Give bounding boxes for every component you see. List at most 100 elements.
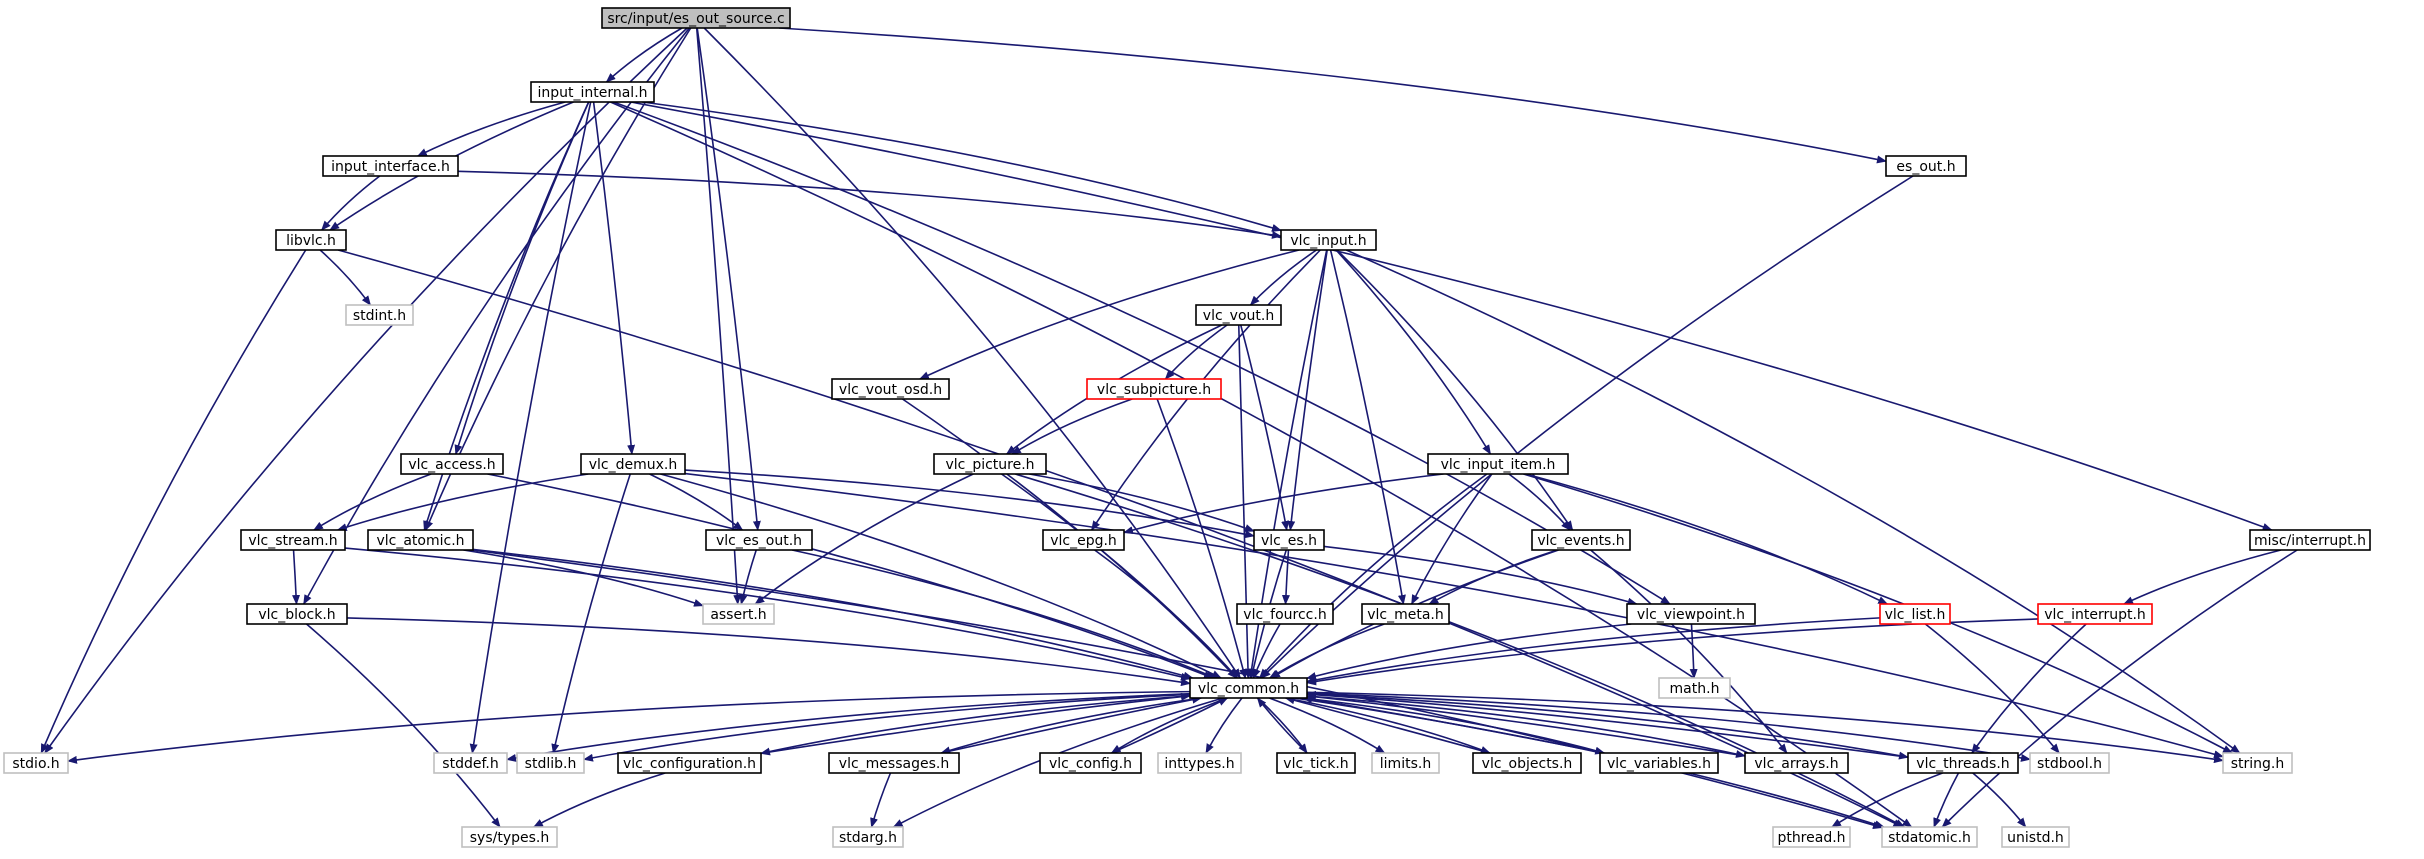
edge-src-to-es_out [779,27,1887,164]
edge-vlc_interrupt-to-vlc_threads [1971,623,2087,754]
node-box [1371,752,1440,774]
node-box [828,752,960,774]
node-misc-interrupt[interactable]: misc/interrupt.h [2249,529,2371,551]
node-string: string.h [2222,752,2293,774]
edge-vlc_input-to-vlc_vout_osd [918,249,1300,380]
node-label: vlc_subpicture.h [1097,382,1211,398]
node-vlc-arrays[interactable]: vlc_arrays.h [1744,752,1849,774]
edge-vlc_configuration-to-sys_types [532,772,666,828]
node-label: inttypes.h [1164,756,1234,772]
node-box [1086,378,1222,400]
node-vlc-access[interactable]: vlc_access.h [400,453,504,475]
edge-vlc_picture-to-assert [754,473,974,605]
edge-vlc_list-to-vlc_common [1306,617,1881,684]
node-vlc-common[interactable]: vlc_common.h [1189,677,1308,699]
node-label: input_interface.h [331,159,450,175]
edge-es_out-to-vlc_common [1260,175,1914,679]
node-vlc-demux[interactable]: vlc_demux.h [580,453,686,475]
node-vlc-atomic[interactable]: vlc_atomic.h [367,529,474,551]
edge-vlc_common-to-vlc_arrays [1306,695,1746,758]
edge-vlc_vout-to-vlc_es [1239,324,1290,531]
edge-vlc_variables-to-vlc_common [1302,695,1605,754]
node-libvlc[interactable]: libvlc.h [275,229,347,251]
node-box [1626,603,1756,625]
node-box [933,453,1047,475]
node-vlc-input[interactable]: vlc_input.h [1280,229,1377,251]
edge-vlc_config-to-vlc_common [1111,697,1229,754]
node-vlc-vout[interactable]: vlc_vout.h [1195,304,1282,326]
node-vlc-picture[interactable]: vlc_picture.h [933,453,1047,475]
node-vlc-config[interactable]: vlc_config.h [1039,752,1142,774]
node-vlc-threads[interactable]: vlc_threads.h [1907,752,2019,774]
node-vlc-block[interactable]: vlc_block.h [246,603,348,625]
edge-vlc_common-to-limits [1269,697,1386,754]
edge-input_internal-to-vlc_access [454,101,590,455]
edge-vlc_events-to-vlc_arrays [1590,549,1788,754]
node-box [1472,752,1582,774]
edge-src-to-vlc_common [703,27,1241,679]
node-label: unistd.h [2007,830,2064,846]
node-box [2222,752,2293,774]
node-vlc-events[interactable]: vlc_events.h [1531,529,1631,551]
edge-vlc_picture-to-vlc_common [1001,473,1238,679]
edge-vlc_stream-to-vlc_common [344,547,1191,681]
node-vlc-meta[interactable]: vlc_meta.h [1361,603,1450,625]
node-vlc-fourcc[interactable]: vlc_fourcc.h [1236,603,1334,625]
edge-vlc_demux-to-string [684,472,2224,759]
edge-vlc_input_item-to-vlc_meta [1410,473,1493,605]
node-box [1907,752,2019,774]
node-label: stdarg.h [839,830,897,846]
node-box [530,81,655,103]
node-label: stdbool.h [2037,756,2102,772]
node-vlc-epg[interactable]: vlc_epg.h [1042,529,1125,551]
edge-vlc_events-to-vlc_meta [1428,549,1558,605]
edge-vlc_interrupt-to-vlc_common [1306,618,2039,686]
node-box [1195,304,1282,326]
node-box [705,529,813,551]
node-label: libvlc.h [286,233,336,249]
node-math: math.h [1658,677,1731,699]
node-label: stdatomic.h [1888,830,1971,846]
node-vlc-subpicture[interactable]: vlc_subpicture.h [1086,378,1222,400]
node-label: vlc_stream.h [248,533,337,549]
node-box [275,229,347,251]
node-src[interactable]: src/input/es_out_source.c [601,7,791,29]
edge-vlc_common-to-string [1306,691,2224,764]
edge-input_internal-to-misc_interrupt [630,101,2273,531]
node-vlc-list[interactable]: vlc_list.h [1879,603,1951,625]
node-vlc-es-out[interactable]: vlc_es_out.h [705,529,813,551]
node-vlc-input-item[interactable]: vlc_input_item.h [1427,453,1569,475]
edge-vlc_picture-to-vlc_es [1029,473,1255,532]
node-vlc-viewpoint[interactable]: vlc_viewpoint.h [1626,603,1756,625]
node-box [1599,752,1719,774]
node-vlc-interrupt[interactable]: vlc_interrupt.h [2037,603,2153,625]
edge-input_interface-to-libvlc [321,175,381,231]
edge-vlc_input_item-to-vlc_epg [1123,473,1444,535]
node-vlc-stream[interactable]: vlc_stream.h [240,529,346,551]
edge-vlc_block-to-vlc_common [346,617,1191,687]
node-label: src/input/es_out_source.c [607,11,784,27]
node-vlc-es[interactable]: vlc_es.h [1253,529,1325,551]
node-vlc-tick[interactable]: vlc_tick.h [1276,752,1356,774]
node-vlc-messages[interactable]: vlc_messages.h [828,752,960,774]
node-box [1039,752,1142,774]
node-box [617,752,762,774]
node-vlc-variables[interactable]: vlc_variables.h [1599,752,1719,774]
node-es-out[interactable]: es_out.h [1885,155,1967,177]
edge-vlc_input-to-vlc_events [1336,249,1574,531]
node-vlc-vout-osd[interactable]: vlc_vout_osd.h [831,378,950,400]
node-input-internal[interactable]: input_internal.h [530,81,655,103]
node-pthread: pthread.h [1772,826,1851,848]
edge-vlc_input-to-vlc_vout [1249,249,1317,306]
node-label: misc/interrupt.h [2254,533,2366,549]
node-vlc-objects[interactable]: vlc_objects.h [1472,752,1582,774]
node-vlc-configuration[interactable]: vlc_configuration.h [617,752,762,774]
node-label: vlc_picture.h [945,457,1034,473]
edge-misc_interrupt-to-stdatomic [1941,549,2298,828]
node-box [3,752,69,774]
edge-vlc_demux-to-vlc_es_out [649,473,744,531]
node-box [322,155,459,177]
node-label: vlc_list.h [1885,607,1946,623]
node-input-interface[interactable]: input_interface.h [322,155,459,177]
node-box [2029,752,2110,774]
